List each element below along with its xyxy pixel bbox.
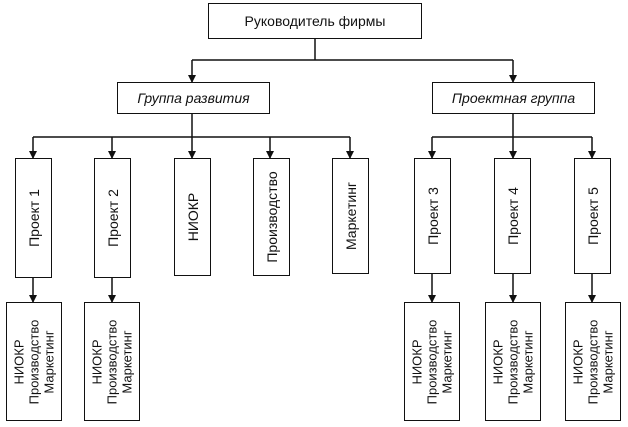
unit-project-2: Проект 2 <box>94 158 131 278</box>
function-production: Производство <box>585 319 601 404</box>
unit-project-4: Проект 4 <box>494 158 531 274</box>
project-4-functions-list: НИОКР Производство Маркетинг <box>491 319 536 404</box>
unit-marketing-label: Маркетинг <box>342 181 359 251</box>
unit-project-2-label: Проект 2 <box>104 189 121 247</box>
unit-niokr-label: НИОКР <box>184 192 201 242</box>
unit-project-1: Проект 1 <box>15 158 52 278</box>
function-production: Производство <box>424 319 440 404</box>
function-niokr: НИОКР <box>11 338 27 385</box>
project-5-functions: НИОКР Производство Маркетинг <box>565 302 621 421</box>
function-niokr: НИОКР <box>570 338 586 385</box>
project-4-functions: НИОКР Производство Маркетинг <box>485 302 541 421</box>
unit-marketing: Маркетинг <box>332 158 369 274</box>
function-niokr: НИОКР <box>409 338 425 385</box>
unit-project-1-label: Проект 1 <box>25 189 42 247</box>
root-label: Руководитель фирмы <box>244 13 386 29</box>
function-production: Производство <box>26 319 42 404</box>
group-development-label: Группа развития <box>137 90 250 106</box>
function-production: Производство <box>505 319 521 404</box>
function-marketing: Маркетинг <box>600 329 616 394</box>
group-development: Группа развития <box>117 82 270 114</box>
root-node: Руководитель фирмы <box>208 3 422 39</box>
group-project: Проектная группа <box>432 82 595 114</box>
project-1-functions: НИОКР Производство Маркетинг <box>6 302 62 421</box>
project-5-functions-list: НИОКР Производство Маркетинг <box>571 319 616 404</box>
project-3-functions-list: НИОКР Производство Маркетинг <box>410 319 455 404</box>
project-2-functions: НИОКР Производство Маркетинг <box>84 302 140 421</box>
function-niokr: НИОКР <box>490 338 506 385</box>
unit-project-5-label: Проект 5 <box>584 187 601 245</box>
project-1-functions-list: НИОКР Производство Маркетинг <box>12 319 57 404</box>
project-3-functions: НИОКР Производство Маркетинг <box>404 302 460 421</box>
function-marketing: Маркетинг <box>119 329 135 394</box>
project-2-functions-list: НИОКР Производство Маркетинг <box>90 319 135 404</box>
unit-production-label: Производство <box>263 171 280 263</box>
function-marketing: Маркетинг <box>439 329 455 394</box>
function-niokr: НИОКР <box>89 338 105 385</box>
group-project-label: Проектная группа <box>451 90 576 106</box>
unit-project-5: Проект 5 <box>574 158 611 274</box>
unit-project-3: Проект 3 <box>414 158 451 274</box>
unit-production: Производство <box>253 158 290 276</box>
function-marketing: Маркетинг <box>41 329 57 394</box>
function-marketing: Маркетинг <box>520 329 536 394</box>
unit-project-4-label: Проект 4 <box>504 187 521 245</box>
unit-niokr: НИОКР <box>174 158 211 276</box>
function-production: Производство <box>104 319 120 404</box>
unit-project-3-label: Проект 3 <box>424 187 441 245</box>
